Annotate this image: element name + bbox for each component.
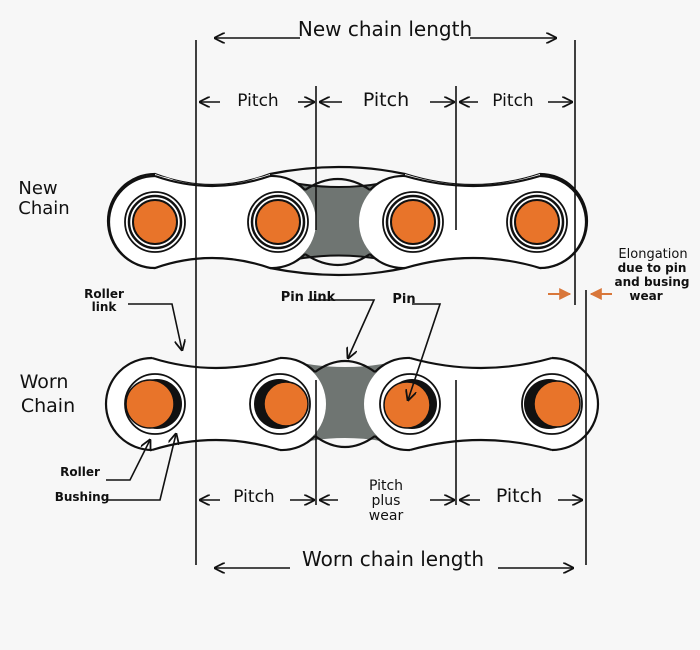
worn-label: Worn [20,371,69,393]
worn-chain-length-label: Worn chain length [302,547,484,571]
pitch-plus-wear-2: plus [372,493,401,509]
bushing-label: Bushing [55,490,110,504]
new-chain [106,165,589,277]
worn-chain-label: Chain [21,395,75,417]
pitch-label-top-2: Pitch [363,89,409,111]
elongation-line-1: Elongation [618,247,687,262]
pin-label: Pin [392,292,415,307]
new-roller-1 [124,191,186,253]
worn-chain [104,356,600,452]
worn-roller-1 [124,373,186,435]
reference-lines [195,40,587,565]
new-chain-label: Chain [18,198,69,219]
new-chain-length-label: New chain length [298,17,472,41]
pitch-plus-wear-1: Pitch [369,478,403,494]
new-label: New [18,178,57,199]
roller-link-label-2: link [92,300,118,314]
worn-roller-3 [379,373,441,435]
pitch-label-bottom-3: Pitch [496,485,542,507]
new-roller-3 [382,191,444,253]
new-roller-2 [247,191,309,253]
pitch-label-bottom-1: Pitch [233,487,274,507]
labels: New chain length Pitch Pitch Pitch New C… [18,17,689,571]
new-roller-4 [506,191,568,253]
pitch-label-top-1: Pitch [237,91,278,111]
elongation-line-4: wear [629,289,662,303]
worn-roller-2 [249,373,311,435]
pitch-plus-wear-3: wear [369,508,404,524]
dimension-arrows [200,38,582,568]
elongation-line-2: due to pin [618,261,687,275]
pin-link-label: Pin link [281,290,336,305]
leader-lines [106,299,442,501]
roller-label: Roller [60,465,100,479]
elongation-line-3: and busing [615,275,690,289]
roller-link-label-1: Roller [84,287,124,301]
pitch-label-top-3: Pitch [492,91,533,111]
worn-chain-outline [151,356,553,452]
worn-roller-4 [521,373,583,435]
